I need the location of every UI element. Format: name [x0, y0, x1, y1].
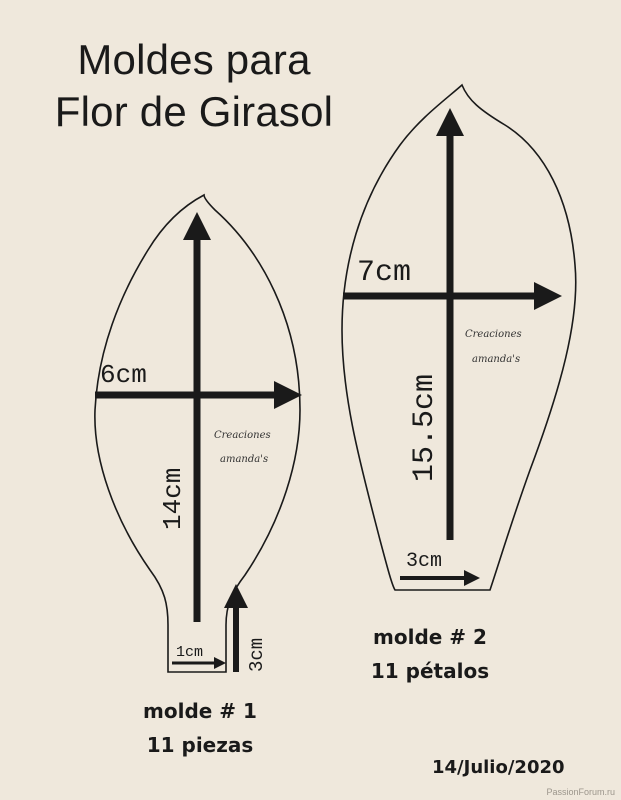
mold-1-height-label: 14cm	[158, 468, 188, 530]
mold-1-caption: molde # 1 11 piezas	[110, 694, 290, 762]
mold-1-signature-line-2: amanda's	[220, 454, 268, 465]
mold-2-outline	[341, 83, 577, 591]
mold-2-width-label: 7cm	[357, 256, 411, 290]
watermark: PassionForum.ru	[546, 787, 615, 797]
page-title: Moldes para Flor de Girasol	[14, 34, 374, 138]
mold-2-caption-line-1: molde # 2	[373, 625, 487, 649]
mold-1-signature-line-1: Creaciones	[214, 430, 271, 441]
mold-1-outline	[94, 193, 301, 673]
mold-1-caption-line-1: molde # 1	[143, 699, 257, 723]
title-line-1: Moldes para	[77, 36, 311, 83]
mold-2-signature-line-1: Creaciones	[465, 329, 522, 340]
mold-2-caption: molde # 2 11 pétalos	[345, 620, 515, 688]
mold-1-stem-width-label: 1cm	[176, 644, 203, 661]
mold-2-caption-line-2: 11 pétalos	[370, 659, 490, 683]
mold-2-base-width-label: 3cm	[406, 550, 442, 573]
mold-1-caption-line-2: 11 piezas	[146, 733, 254, 757]
mold-2-signature-line-2: amanda's	[472, 354, 520, 365]
mold-2-height-label: 15.5cm	[408, 374, 442, 482]
mold-1-stem-height-label: 3cm	[246, 638, 268, 672]
title-line-2: Flor de Girasol	[54, 88, 334, 135]
mold-1-width-label: 6cm	[100, 360, 147, 390]
date-stamp: 14/Julio/2020	[432, 757, 565, 778]
